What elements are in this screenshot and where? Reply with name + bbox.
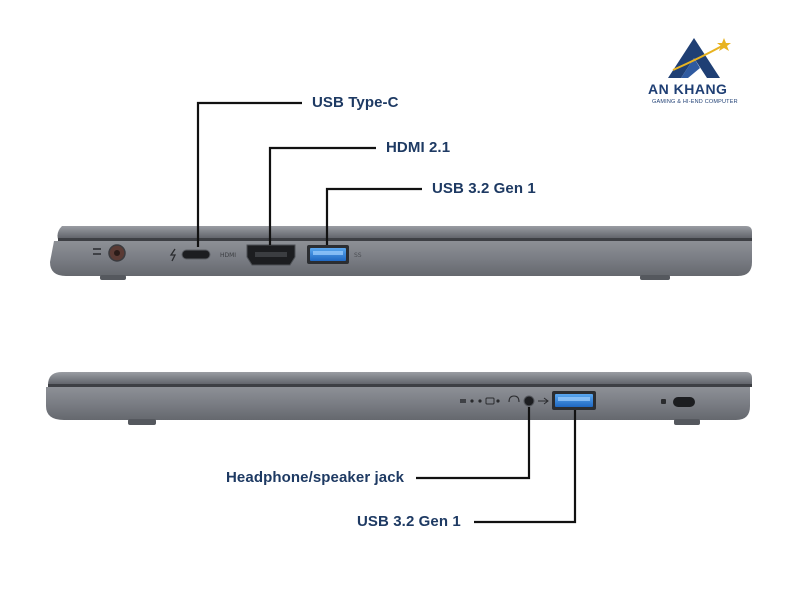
leader-usb-a-left	[325, 187, 422, 245]
svg-text:HDMI: HDMI	[220, 252, 236, 259]
label-usb-a-right: USB 3.2 Gen 1	[357, 513, 461, 530]
label-usb-c: USB Type-C	[312, 94, 399, 111]
label-audio-jack: Headphone/speaker jack	[226, 469, 405, 486]
label-hdmi: HDMI 2.1	[386, 139, 451, 156]
brand-name: AN KHANG	[648, 81, 728, 97]
svg-text:SS: SS	[354, 252, 362, 259]
leader-usb-c	[196, 101, 302, 247]
leader-usb-a-right	[474, 410, 577, 524]
brand-tagline: GAMING & HI-END COMPUTER	[652, 99, 738, 105]
leader-lines	[196, 101, 577, 524]
laptop-right-side	[46, 372, 752, 425]
label-usb-a-left: USB 3.2 Gen 1	[432, 180, 536, 197]
leader-hdmi	[268, 146, 376, 245]
an-khang-logo-mark	[668, 38, 731, 78]
leader-audio-jack	[416, 407, 531, 480]
laptop-left-side: HDMI SS	[50, 226, 752, 280]
